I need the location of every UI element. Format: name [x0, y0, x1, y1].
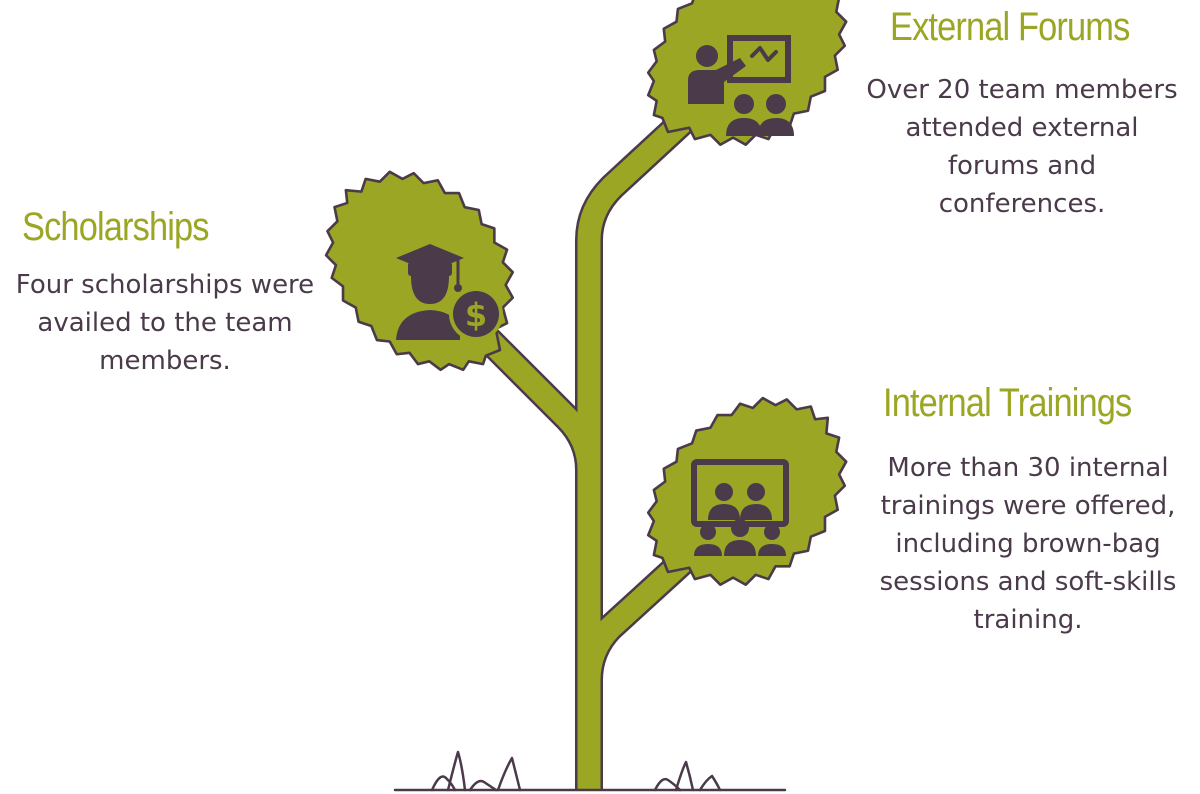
description-line: including brown-bag: [895, 529, 1161, 559]
svg-text:$: $: [465, 296, 487, 334]
description-line: conferences.: [938, 189, 1106, 219]
description-line: availed to the team: [37, 308, 293, 338]
grass-tuft: [430, 775, 457, 792]
ground: [393, 750, 787, 792]
graduate-scholarship-icon: $: [396, 244, 503, 341]
description-line: forums and: [947, 151, 1097, 181]
description-line: sessions and soft-skills: [879, 567, 1177, 597]
grass-tuft: [468, 779, 498, 792]
description-line: Over 20 team members: [866, 75, 1178, 105]
external-forums-title: External Forums: [890, 5, 1130, 49]
description-line: Four scholarships were: [15, 270, 315, 300]
grass-tuft: [446, 750, 467, 792]
description-line: training.: [973, 605, 1083, 635]
description-line: More than 30 internal: [887, 453, 1169, 483]
external-forums-description: Over 20 team members attended external f…: [852, 71, 1192, 223]
grass-tuft: [496, 756, 522, 792]
description-line: members.: [99, 346, 231, 376]
stem: [473, 106, 698, 790]
grass-tuft: [698, 774, 722, 792]
grass-tuft: [674, 760, 695, 792]
description-line: attended external: [905, 113, 1139, 143]
scholarships-title: Scholarships: [22, 205, 209, 249]
scholarships-description: Four scholarships were availed to the te…: [0, 266, 330, 380]
internal-trainings-description: More than 30 internal trainings were off…: [862, 449, 1194, 639]
presenter-audience-icon: [688, 35, 794, 136]
internal-trainings-title: Internal Trainings: [883, 381, 1132, 425]
classroom-icon: [691, 459, 789, 556]
description-line: trainings were offered,: [880, 491, 1176, 521]
